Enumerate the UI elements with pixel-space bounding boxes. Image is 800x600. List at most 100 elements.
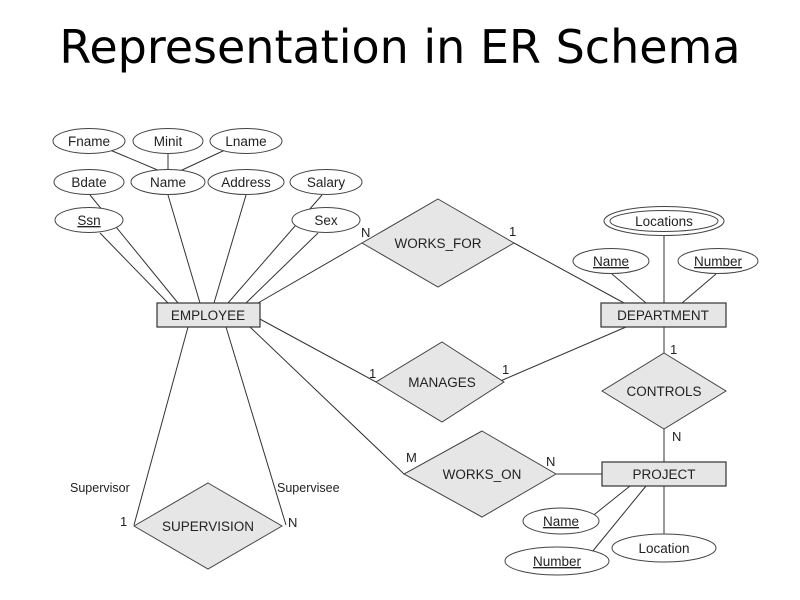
card-works-on-project: N [546, 454, 555, 469]
rel-supervision-label: SUPERVISION [162, 519, 254, 534]
card-manages-employee: 1 [369, 366, 376, 381]
attr-lname-label: Lname [225, 134, 266, 149]
attr-dept-number-shape [677, 248, 759, 274]
edge-pnumber-project [591, 485, 647, 553]
attr-bdate: Bdate [53, 169, 125, 195]
card-works-on-employee: M [406, 450, 417, 465]
attr-ssn-label: Ssn [77, 213, 100, 228]
attr-address-label: Address [221, 175, 271, 190]
edge-employee-works-for [257, 242, 363, 304]
cardinality-labels: N 1 1 1 M N 1 N 1 N [120, 224, 681, 530]
attr-proj-location: Location [611, 533, 717, 563]
attr-dept-number-label: Number [694, 254, 743, 269]
attr-salary-shape [289, 169, 363, 195]
entity-project: PROJECT [601, 461, 727, 487]
entity-employee-label: EMPLOYEE [171, 308, 245, 323]
attr-salary-label: Salary [307, 175, 346, 190]
edge-lname-name [179, 149, 226, 172]
attr-proj-location-label: Location [638, 541, 689, 556]
attr-name-shape [130, 169, 206, 195]
edge-dname-department [611, 273, 647, 304]
attr-dept-locations-label: Locations [635, 214, 693, 229]
rel-manages: MANAGES [375, 341, 505, 423]
card-works-for-employee: N [361, 225, 370, 240]
attr-salary: Salary [289, 169, 363, 195]
attr-dept-name: Name [572, 248, 650, 274]
attr-dept-number: Number [677, 248, 759, 274]
rel-supervision-shape [133, 482, 283, 570]
attr-ssn: Ssn [54, 207, 124, 233]
attr-sex-shape [291, 207, 361, 233]
card-controls-department: 1 [670, 342, 677, 357]
edge-employee-supervisee [225, 326, 287, 526]
attr-proj-name-shape [522, 507, 600, 535]
attr-lname: Lname [209, 128, 283, 154]
attr-minit-shape [132, 128, 204, 154]
rel-controls-shape [601, 352, 727, 430]
attr-fname-label: Fname [68, 134, 110, 149]
entity-department-box [600, 302, 727, 328]
attr-dept-name-label: Name [593, 254, 629, 269]
slide-title: Representation in ER Schema [59, 20, 741, 74]
rel-manages-shape [375, 341, 505, 423]
entity-department: DEPARTMENT [600, 302, 727, 328]
attr-dept-name-shape [572, 248, 650, 274]
edge-ssn-employee [99, 232, 169, 304]
rel-supervision: SUPERVISION [133, 482, 283, 570]
rel-works-on-label: WORKS_ON [443, 467, 522, 482]
edge-employee-manages [257, 317, 377, 383]
attr-proj-number: Number [504, 546, 610, 576]
rel-works-for: WORKS_FOR [361, 198, 515, 288]
rel-works-for-shape [361, 198, 515, 288]
entity-department-label: DEPARTMENT [617, 308, 709, 323]
edge-dnumber-department [681, 273, 717, 304]
role-supervisor: Supervisor [70, 481, 130, 495]
attr-proj-number-label: Number [533, 554, 582, 569]
diagram-edges [89, 149, 717, 553]
attr-address: Address [207, 169, 285, 195]
rel-works-for-label: WORKS_FOR [394, 236, 481, 251]
edge-manages-department [497, 326, 627, 383]
attr-name: Name [130, 169, 206, 195]
rel-manages-label: MANAGES [408, 375, 476, 390]
entity-employee-box [156, 302, 261, 328]
attr-sex-label: Sex [314, 213, 338, 228]
card-supervision-supervisor: 1 [120, 514, 127, 529]
rel-controls: CONTROLS [601, 352, 727, 430]
attr-proj-number-shape [504, 546, 610, 576]
attr-fname: Fname [52, 128, 126, 154]
attr-dept-locations-inner [609, 210, 719, 232]
rel-works-on-shape [402, 430, 557, 518]
edge-sex-employee [245, 232, 319, 304]
attr-minit: Minit [132, 128, 204, 154]
attr-proj-name: Name [522, 507, 600, 535]
edge-name-employee [167, 194, 201, 304]
edge-pname-project [589, 485, 631, 519]
attr-sex: Sex [291, 207, 361, 233]
attr-ssn-shape [54, 207, 124, 233]
card-controls-project: N [672, 429, 681, 444]
title-area: Representation in ER Schema [0, 0, 800, 118]
attr-proj-name-label: Name [543, 514, 579, 529]
edge-works-for-department [513, 242, 625, 304]
edge-address-employee [213, 194, 247, 304]
edge-employee-supervisor [133, 326, 189, 526]
attr-lname-shape [209, 128, 283, 154]
rel-controls-label: CONTROLS [626, 384, 701, 399]
attr-address-shape [207, 169, 285, 195]
edge-fname-name [109, 149, 161, 172]
rel-works-on: WORKS_ON [402, 430, 557, 518]
entity-project-box [601, 461, 727, 487]
attr-fname-shape [52, 128, 126, 154]
attr-name-label: Name [150, 175, 186, 190]
card-manages-department: 1 [502, 362, 509, 377]
attr-dept-locations: Locations [603, 206, 725, 236]
attr-bdate-label: Bdate [71, 175, 106, 190]
entity-employee: EMPLOYEE [156, 302, 261, 328]
attr-minit-label: Minit [154, 134, 183, 149]
attr-proj-location-shape [611, 533, 717, 563]
card-works-for-department: 1 [509, 224, 516, 239]
card-supervision-supervisee: N [288, 515, 297, 530]
